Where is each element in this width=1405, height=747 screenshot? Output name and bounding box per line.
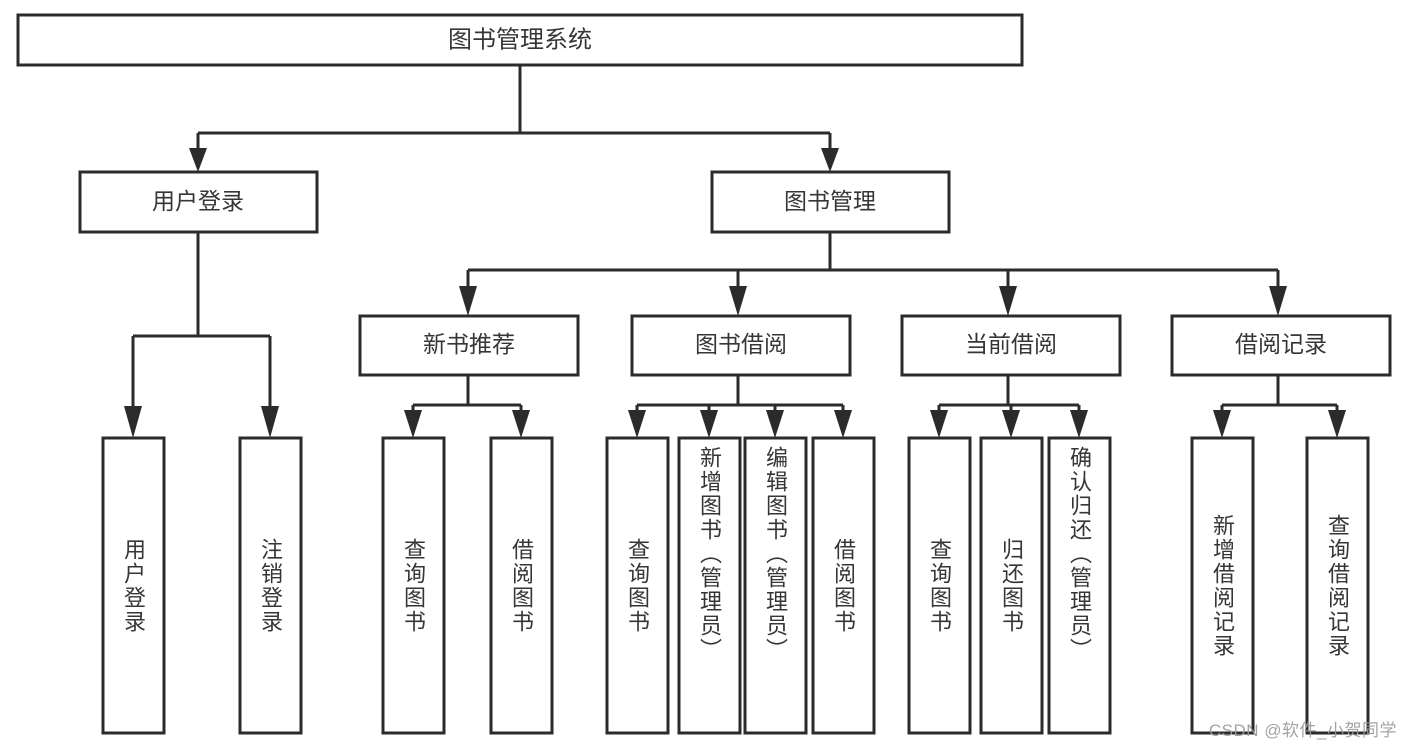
arrow-current-borrow-leaf-1 xyxy=(1002,410,1020,438)
connector-group-current-borrow xyxy=(930,375,1088,438)
node-current-borrow-box[interactable] xyxy=(900,314,1122,377)
leaf-box-current-borrow-1[interactable] xyxy=(979,436,1044,735)
arrow-current-borrow-leaf-0 xyxy=(930,410,948,438)
arrow-book-borrow-leaf-2 xyxy=(766,410,784,438)
arrow-book-manage-child-1 xyxy=(729,286,747,316)
node-borrow-record-label: 借阅记录 xyxy=(1235,331,1327,357)
node-root[interactable]: 图书管理系统 xyxy=(16,13,1024,67)
arrow-book-borrow-leaf-1 xyxy=(700,410,718,438)
node-book-manage[interactable]: 图书管理 xyxy=(710,170,951,234)
arrow-book-borrow-leaf-0 xyxy=(628,410,646,438)
leaf-box-new-book-0[interactable] xyxy=(381,436,446,735)
node-book-borrow-label: 图书借阅 xyxy=(695,331,787,357)
leaf-box-current-borrow-0[interactable] xyxy=(907,436,972,735)
node-root-box[interactable] xyxy=(16,13,1024,67)
connector-group-root xyxy=(189,65,839,172)
arrow-new-book-leaf-1 xyxy=(512,410,530,438)
node-book-borrow[interactable]: 图书借阅 xyxy=(630,314,852,377)
leaf-box-book-borrow-1[interactable] xyxy=(677,436,742,735)
arrow-user-login-leaf-0 xyxy=(124,406,142,438)
node-user-login-label: 用户登录 xyxy=(152,188,244,214)
node-user-login[interactable]: 用户登录 xyxy=(78,170,319,234)
leaf-box-user-login-1[interactable] xyxy=(238,436,303,735)
leaf-box-borrow-record-0[interactable] xyxy=(1190,436,1255,735)
leaf-box-book-borrow-0[interactable] xyxy=(605,436,670,735)
leaf-box-book-borrow-3[interactable] xyxy=(811,436,876,735)
arrow-user-login-leaf-1 xyxy=(261,406,279,438)
arrow-current-borrow-leaf-2 xyxy=(1070,410,1088,438)
node-book-borrow-box[interactable] xyxy=(630,314,852,377)
node-new-book-recommend-label: 新书推荐 xyxy=(423,331,515,357)
arrow-borrow-record-leaf-1 xyxy=(1328,410,1346,438)
node-book-manage-box[interactable] xyxy=(710,170,951,234)
node-new-book-recommend[interactable]: 新书推荐 xyxy=(358,314,580,377)
leaf-group-borrow-record xyxy=(1190,436,1370,735)
leaf-box-book-borrow-2[interactable] xyxy=(743,436,808,735)
leaf-box-new-book-1[interactable] xyxy=(489,436,554,735)
arrow-new-book-leaf-0 xyxy=(404,410,422,438)
arrow-root-to-book-manage xyxy=(821,148,839,172)
leaf-box-user-login-0[interactable] xyxy=(101,436,166,735)
connector-group-book-borrow xyxy=(628,375,852,438)
leaf-group-new-book-recommend xyxy=(381,436,554,735)
node-user-login-box[interactable] xyxy=(78,170,319,234)
arrow-book-manage-child-3 xyxy=(1269,286,1287,316)
arrow-book-manage-child-2 xyxy=(999,286,1017,316)
arrow-book-borrow-leaf-3 xyxy=(834,410,852,438)
leaf-group-user-login xyxy=(101,436,303,735)
leaf-group-book-borrow xyxy=(605,436,876,735)
connector-group-borrow-record xyxy=(1213,375,1346,438)
leaf-box-current-borrow-2[interactable] xyxy=(1047,436,1112,735)
arrow-book-manage-child-0 xyxy=(459,286,477,316)
leaf-group-current-borrow xyxy=(907,436,1112,735)
node-new-book-recommend-box[interactable] xyxy=(358,314,580,377)
connector-group-user-login xyxy=(124,232,279,438)
node-current-borrow[interactable]: 当前借阅 xyxy=(900,314,1122,377)
node-book-manage-label: 图书管理 xyxy=(784,188,876,214)
arrow-borrow-record-leaf-0 xyxy=(1213,410,1231,438)
leaf-box-borrow-record-1[interactable] xyxy=(1305,436,1370,735)
node-root-label: 图书管理系统 xyxy=(448,26,592,53)
connector-group-new-book-recommend xyxy=(404,375,530,438)
node-current-borrow-label: 当前借阅 xyxy=(965,331,1057,357)
node-borrow-record-box[interactable] xyxy=(1170,314,1392,377)
node-borrow-record[interactable]: 借阅记录 xyxy=(1170,314,1392,377)
connector-group-book-manage xyxy=(459,232,1287,316)
arrow-root-to-user-login xyxy=(189,148,207,172)
